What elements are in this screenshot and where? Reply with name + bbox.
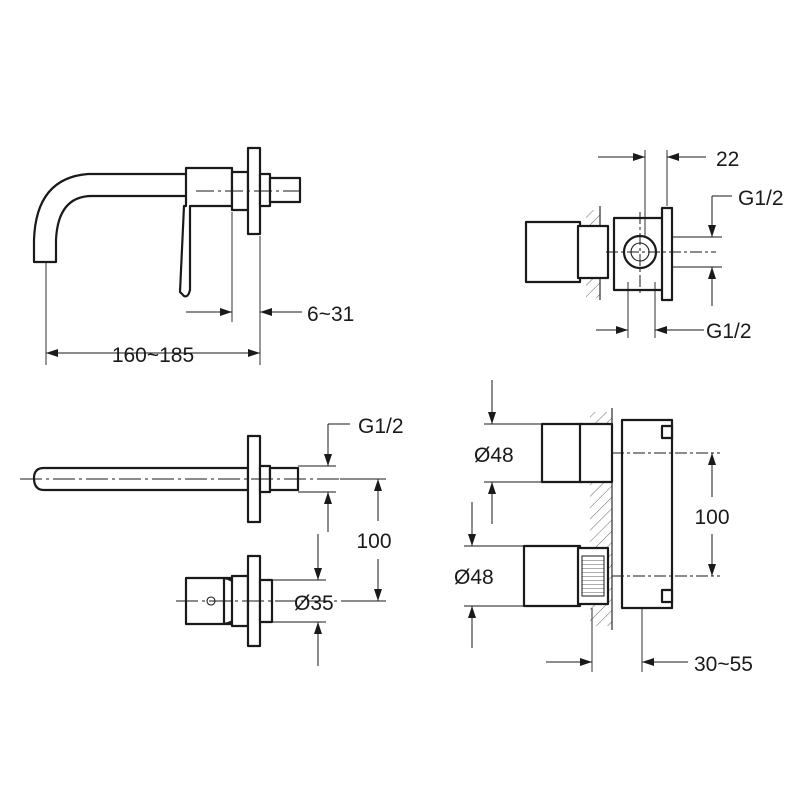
- front-view-dimensions: [272, 423, 386, 666]
- front-spacing-label: 100: [356, 530, 391, 553]
- spout-front-view: [20, 434, 340, 524]
- box-spacing-label: 100: [694, 506, 729, 529]
- valve-thread-bottom-label: G1/2: [706, 320, 752, 343]
- box-side-dimensions: [464, 380, 716, 672]
- handle-front-view: [176, 554, 350, 648]
- spout-thread-label: G1/2: [358, 415, 404, 438]
- box-bottom-diameter-label: Ø48: [454, 566, 494, 589]
- valve-box-side-view: [524, 206, 716, 302]
- spout-side-view: [32, 146, 302, 298]
- spout-length-label: 160~185: [112, 344, 194, 367]
- box-side-view: [522, 408, 720, 630]
- box-top-diameter-label: Ø48: [474, 444, 514, 467]
- box-depth-range-label: 30~55: [694, 653, 753, 676]
- valve-thread-top-label: G1/2: [738, 187, 784, 210]
- spout-dimensions: [45, 212, 302, 365]
- valve-box-dimensions: [596, 150, 732, 338]
- valve-depth-label: 22: [716, 148, 739, 171]
- handle-diameter-label: Ø35: [294, 592, 334, 615]
- wall-range-label: 6~31: [307, 303, 354, 326]
